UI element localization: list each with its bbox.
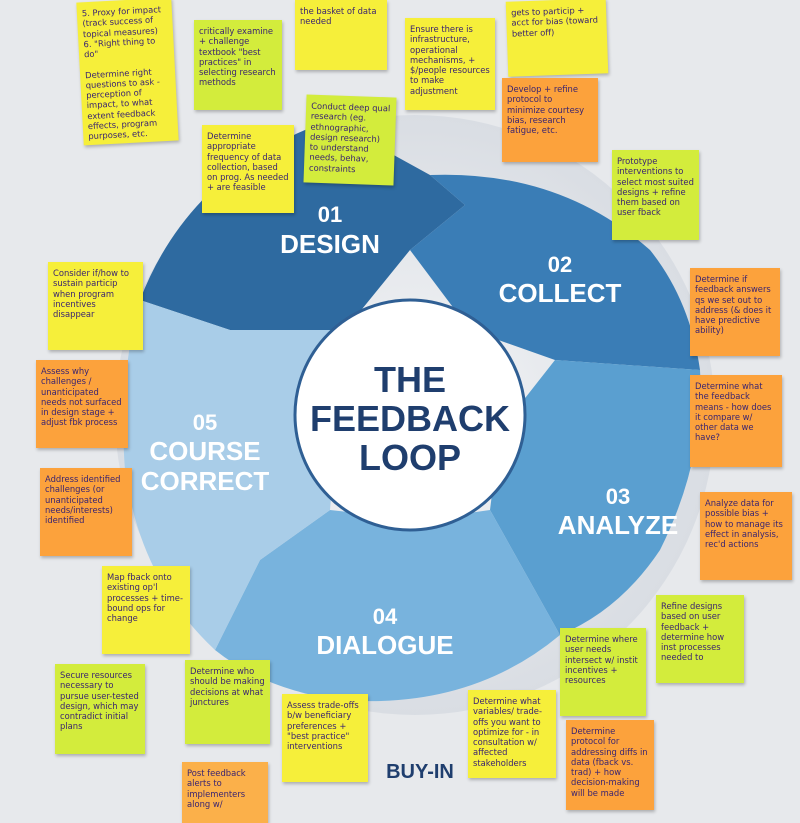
stage-02-number: 02: [548, 252, 572, 277]
stage-05-number: 05: [193, 410, 217, 435]
stage-04-label: DIALOGUE: [316, 630, 453, 660]
sticky-note: Develop + refine protocol to minimize co…: [502, 78, 598, 162]
sticky-note: Secure resources necessary to pursue use…: [55, 664, 145, 754]
sticky-note: Determine what variables/ trade-offs you…: [468, 690, 556, 778]
center-line-3: LOOP: [359, 437, 461, 478]
segment-analyze: [490, 360, 701, 635]
sticky-note: Analyze data for possible bias + how to …: [700, 492, 792, 580]
sticky-note: the basket of data needed: [295, 0, 387, 70]
sticky-note: Determine where user needs intersect w/ …: [560, 628, 646, 716]
stage-04-number: 04: [373, 604, 398, 629]
sticky-note: Assess trade-offs b/w beneficiary prefer…: [282, 694, 368, 782]
sticky-note: Assess why challenges / unanticipated ne…: [36, 360, 128, 448]
stage-03-label: ANALYZE: [558, 510, 678, 540]
sticky-note: critically examine + challenge textbook …: [194, 20, 282, 110]
stage-01-number: 01: [318, 202, 342, 227]
stage-03-number: 03: [606, 484, 630, 509]
stage-05-label: COURSE: [149, 436, 260, 466]
sticky-note: Post feedback alerts to implementers alo…: [182, 762, 268, 823]
sticky-note: Determine protocol for addressing diffs …: [566, 720, 654, 810]
segment-course-correct: [123, 300, 345, 650]
sticky-note: 5. Proxy for impact (track success of to…: [76, 0, 179, 146]
center-circle: [293, 298, 527, 532]
stage-01-label: DESIGN: [280, 229, 380, 259]
stage-02-label: COLLECT: [499, 278, 622, 308]
sticky-note: Prototype interventions to select most s…: [612, 150, 699, 240]
sticky-note: Determine if feedback answers qs we set …: [690, 268, 780, 356]
sticky-note: Map fback onto existing op'l processes +…: [102, 566, 190, 654]
segment-dialogue: [215, 510, 560, 702]
center-line-2: FEEDBACK: [310, 398, 510, 439]
sticky-note: Determine who should be making decisions…: [185, 660, 270, 744]
sticky-note: Ensure there is infrastructure, operatio…: [405, 18, 495, 110]
sticky-note: gets to particip + acct for bias (toward…: [505, 0, 609, 77]
buy-in-label: BUY-IN: [386, 761, 454, 783]
sticky-note: Address identified challenges (or unanti…: [40, 468, 132, 556]
sticky-note: Determine appropriate frequency of data …: [202, 125, 294, 213]
sticky-note: Consider if/how to sustain particip when…: [48, 262, 143, 350]
segment-collect: [410, 174, 700, 370]
sticky-note: Determine what the feedback means - how …: [690, 375, 782, 467]
sticky-note: Conduct deep qual research (eg. ethnogra…: [303, 94, 397, 186]
stage-05-label-2: CORRECT: [141, 466, 270, 496]
sticky-note: Refine designs based on user feedback + …: [656, 595, 744, 683]
center-line-1: THE: [374, 359, 446, 400]
